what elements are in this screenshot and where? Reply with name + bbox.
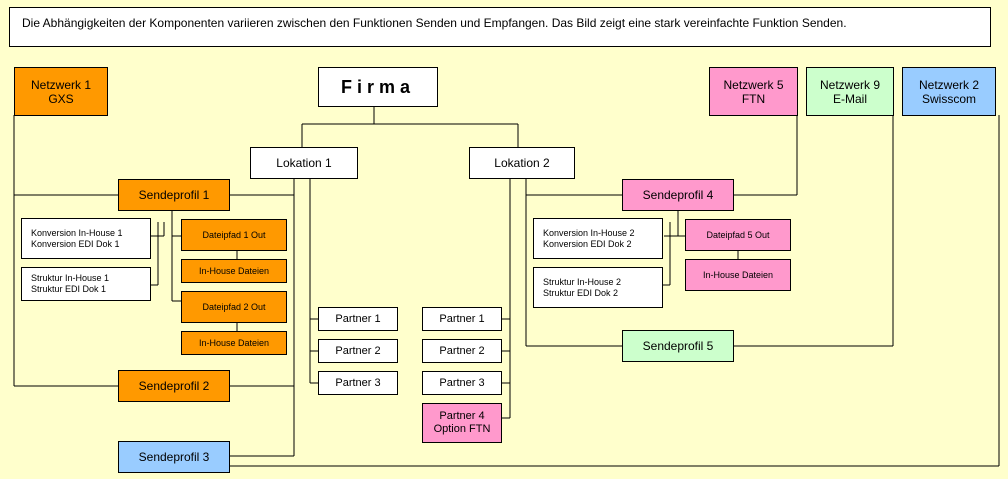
firma-box: Firma (318, 67, 438, 107)
partner-2-box: Partner 2 (422, 339, 502, 363)
in-house-dateien-box: In-House Dateien (181, 259, 287, 283)
struktur-1-box: Struktur In-House 1 Struktur EDI Dok 1 (21, 267, 151, 301)
partner-2-box: Partner 2 (318, 339, 398, 363)
dateipfad-2-box: Dateipfad 2 Out (181, 291, 287, 323)
struktur-2-box: Struktur In-House 2 Struktur EDI Dok 2 (533, 267, 663, 308)
partner-3-box: Partner 3 (318, 371, 398, 395)
sendeprofil-2-box: Sendeprofil 2 (118, 370, 230, 402)
sendeprofil-4-box: Sendeprofil 4 (622, 179, 734, 211)
partner-1-box: Partner 1 (318, 307, 398, 331)
lokation-1-box: Lokation 1 (250, 147, 358, 179)
netzwerk-1-box: Netzwerk 1 GXS (14, 67, 108, 116)
netzwerk-2-box: Netzwerk 2 Swisscom (902, 67, 996, 116)
in-house-dateien-box: In-House Dateien (181, 331, 287, 355)
sendeprofil-5-box: Sendeprofil 5 (622, 330, 734, 362)
partner-4-box: Partner 4 Option FTN (422, 403, 502, 443)
lokation-2-box: Lokation 2 (469, 147, 575, 179)
konversion-2-box: Konversion In-House 2 Konversion EDI Dok… (533, 218, 663, 259)
konversion-1-box: Konversion In-House 1 Konversion EDI Dok… (21, 218, 151, 259)
dateipfad-1-box: Dateipfad 1 Out (181, 219, 287, 251)
sendeprofil-3-box: Sendeprofil 3 (118, 441, 230, 473)
caption-box: Die Abhängigkeiten der Komponenten varii… (9, 7, 991, 47)
in-house-dateien-box: In-House Dateien (685, 259, 791, 291)
netzwerk-5-box: Netzwerk 5 FTN (709, 67, 798, 116)
dateipfad-5-box: Dateipfad 5 Out (685, 219, 791, 251)
partner-1-box: Partner 1 (422, 307, 502, 331)
netzwerk-9-box: Netzwerk 9 E-Mail (806, 67, 894, 116)
sendeprofil-1-box: Sendeprofil 1 (118, 179, 230, 211)
partner-3-box: Partner 3 (422, 371, 502, 395)
